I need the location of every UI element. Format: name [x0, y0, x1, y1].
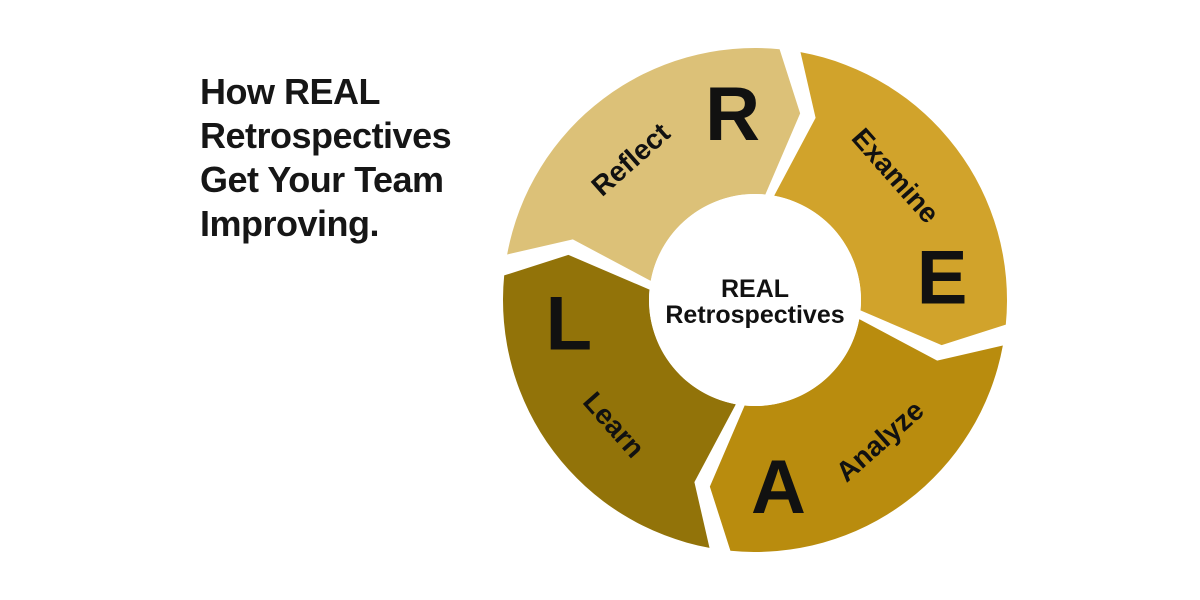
segment-reflect [507, 47, 801, 281]
center-label-line1: REAL [721, 275, 789, 303]
segment-initial-learn: L [546, 282, 591, 367]
segment-initial-examine: E [917, 236, 967, 321]
segment-analyze [709, 319, 1003, 553]
center-circle [649, 194, 861, 406]
segment-examine [774, 52, 1008, 346]
segment-initial-reflect: R [705, 72, 759, 157]
center-label-line2: Retrospectives [665, 301, 844, 329]
segment-initial-analyze: A [751, 445, 805, 530]
headline: How REAL Retrospectives Get Your Team Im… [200, 71, 452, 244]
segment-learn [502, 254, 736, 548]
